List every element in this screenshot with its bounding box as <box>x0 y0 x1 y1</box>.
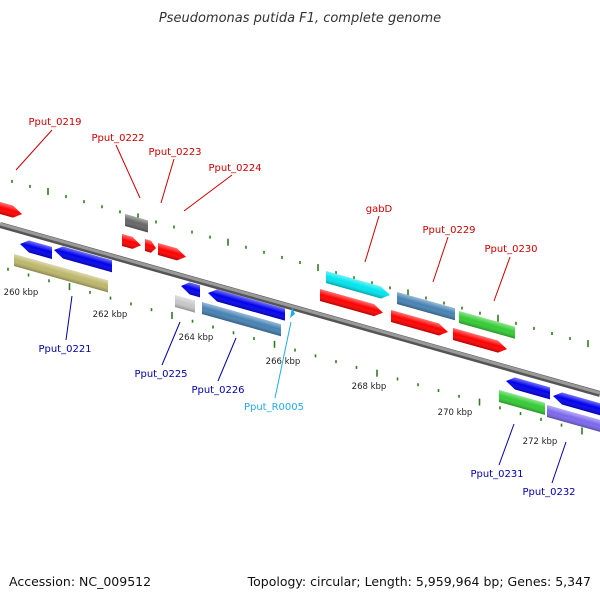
gene-label-pput-0221: Pput_0221 <box>38 344 91 355</box>
leader-line-pput-0232 <box>551 441 567 484</box>
gene-pput-0222 <box>125 214 148 233</box>
gene-label-pput-0223: Pput_0223 <box>148 147 201 158</box>
leader-line-pput-0225 <box>161 321 181 366</box>
gene-pput-0232 <box>547 405 600 433</box>
scale-label: 270 kbp <box>438 408 473 418</box>
gene-blue-c <box>181 282 200 298</box>
gene-label-pput-0231: Pput_0231 <box>470 469 523 480</box>
scale-label: 266 kbp <box>266 357 301 367</box>
scale-label: 260 kbp <box>4 288 39 298</box>
leader-line-pput-0219 <box>15 129 53 171</box>
gene-pput-0222b <box>122 234 141 249</box>
leader-line-pput-0229 <box>432 236 449 283</box>
gene-blue-a <box>20 240 52 259</box>
gene-label-pput-r0005: Pput_R0005 <box>244 402 304 413</box>
gene-label-pput-0226: Pput_0226 <box>191 385 244 396</box>
gene-gabd-b <box>320 289 383 317</box>
gene-pput-0231 <box>499 390 545 415</box>
scale-labels: 260 kbp 262 kbp 264 kbp 266 kbp 268 kbp 270 k… <box>4 288 558 447</box>
gene-blue-e <box>506 377 550 400</box>
gene-pput-0229 <box>397 292 455 321</box>
accession-text: Accession: NC_009512 <box>9 574 151 589</box>
gene-pput-0221 <box>14 254 108 293</box>
label-leader-lines <box>15 129 567 484</box>
leader-line-gabd <box>364 215 380 263</box>
gene-gabd <box>326 271 390 299</box>
gene-pput-0230 <box>459 311 515 339</box>
gene-label-pput-0224: Pput_0224 <box>208 163 261 174</box>
scale-label: 268 kbp <box>352 382 387 392</box>
gene-label-pput-0219: Pput_0219 <box>28 117 81 128</box>
scale-label: 264 kbp <box>179 333 214 343</box>
leader-line-pput-0222 <box>115 144 141 199</box>
gene-blue-f <box>553 392 600 417</box>
leader-line-pput-0230 <box>493 256 511 302</box>
gene-pput-0226 <box>202 302 281 337</box>
gene-label-pput-0222: Pput_0222 <box>91 133 144 144</box>
gene-label-pput-0229: Pput_0229 <box>422 225 475 236</box>
leader-line-pput-0231 <box>498 423 515 466</box>
gene-label-gabd: gabD <box>366 204 393 215</box>
leader-line-pput-0226 <box>217 337 237 382</box>
gene-features <box>0 202 600 433</box>
scale-label: 262 kbp <box>93 310 128 320</box>
gene-blue-d <box>208 289 285 321</box>
scale-label: 272 kbp <box>523 437 558 447</box>
gene-pput-0225 <box>175 295 195 313</box>
gene-pput-0230b <box>453 328 507 353</box>
leader-line-pput-r0005 <box>274 321 292 399</box>
leader-line-pput-0224 <box>183 174 233 212</box>
gene-pput-0223 <box>145 239 156 253</box>
gene-pput-0224 <box>158 243 186 261</box>
gene-blue-b <box>54 246 112 273</box>
genome-summary-text: Topology: circular; Length: 5,959,964 bp… <box>247 574 591 589</box>
leader-line-pput-0223 <box>160 158 175 204</box>
genome-backbone <box>0 222 600 397</box>
gene-pput-0219 <box>0 202 22 218</box>
map-title: Pseudomonas putida F1, complete genome <box>159 11 441 26</box>
gene-pput-0229b <box>391 310 448 336</box>
gene-label-pput-0225: Pput_0225 <box>134 369 187 380</box>
gene-label-pput-0230: Pput_0230 <box>484 244 537 255</box>
leader-line-pput-0221 <box>65 295 73 341</box>
gene-pput-r0005 <box>290 307 295 318</box>
gene-label-pput-0232: Pput_0232 <box>522 487 575 498</box>
